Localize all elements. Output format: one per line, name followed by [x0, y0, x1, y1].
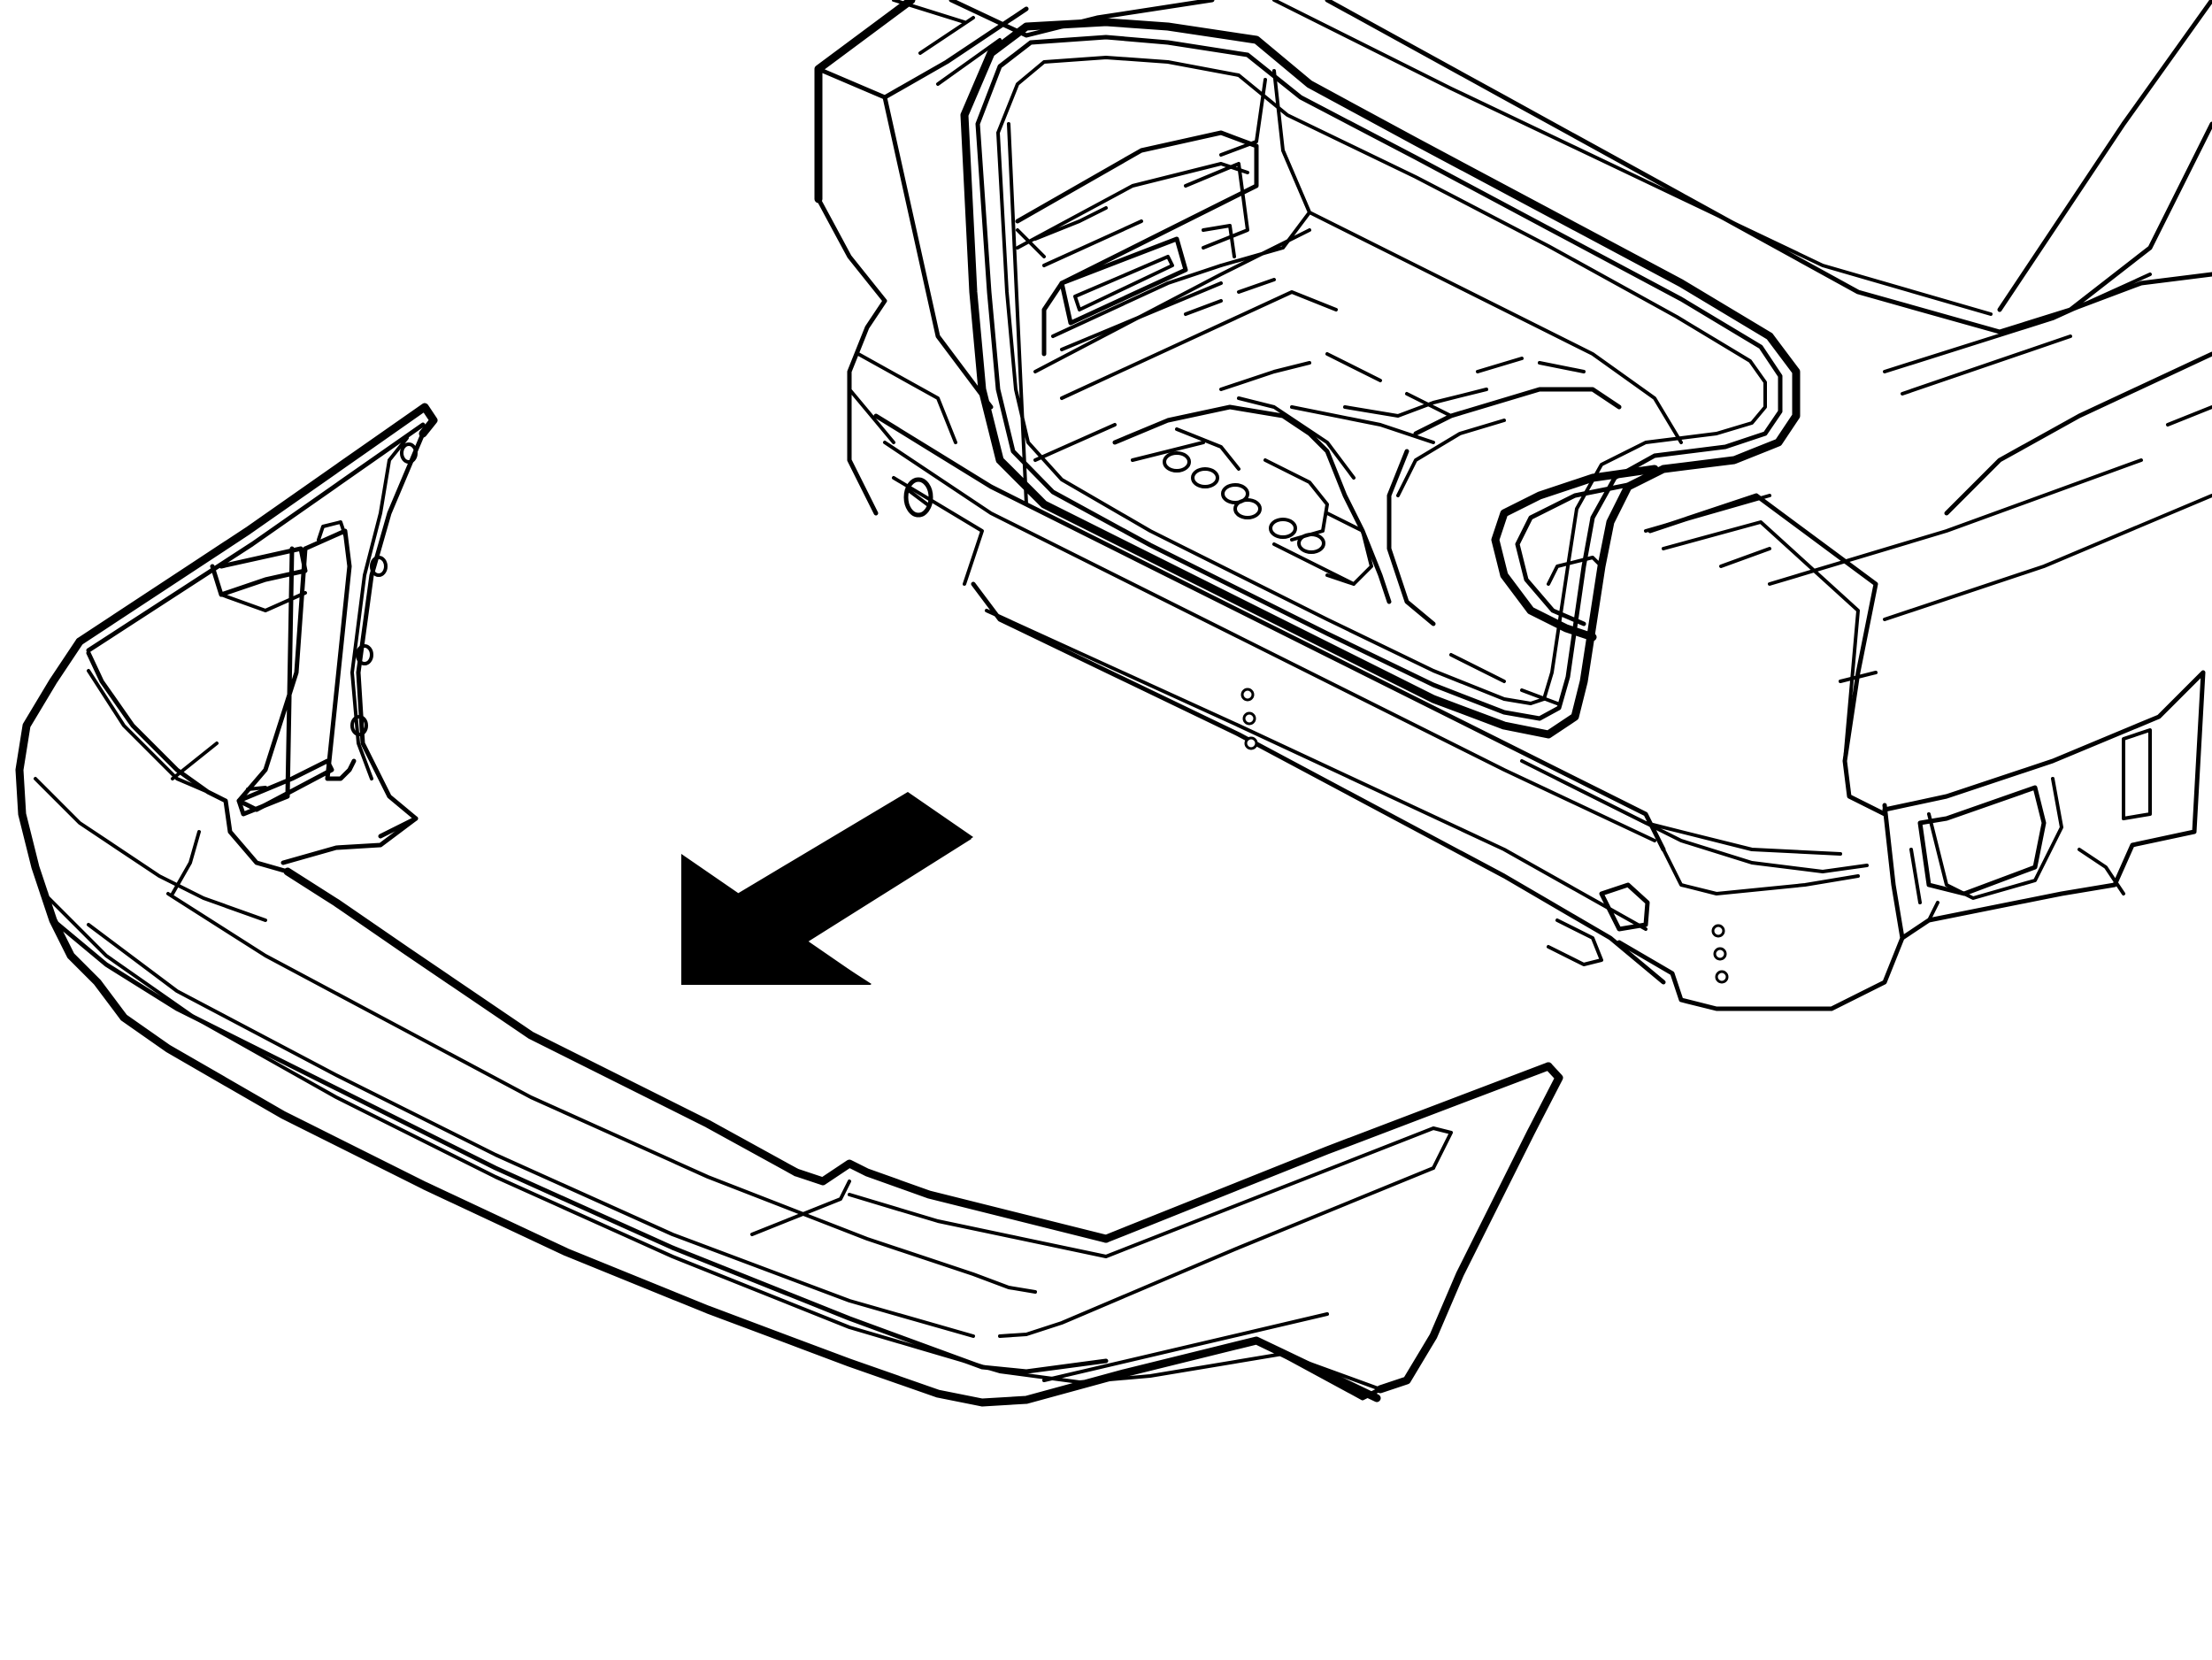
- rear-bumper-cover: [15, 403, 1563, 1407]
- trunk-opening: [960, 18, 1801, 739]
- car-rear-body: [814, 0, 2212, 1011]
